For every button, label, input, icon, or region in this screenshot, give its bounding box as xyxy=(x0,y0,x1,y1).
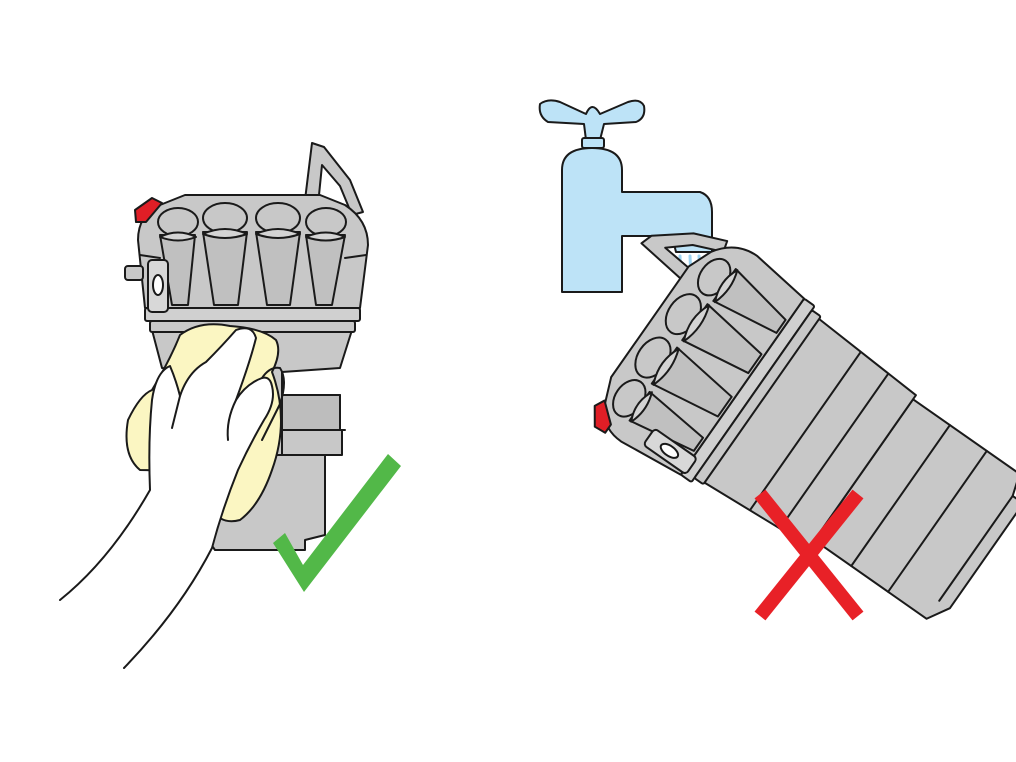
bin-collar xyxy=(144,307,361,322)
cyclone-cones xyxy=(139,231,367,306)
cross-mark-icon xyxy=(754,489,864,621)
hand-holding-cloth xyxy=(59,327,274,669)
cyclone-bin-tilted xyxy=(593,232,1016,620)
panel-wipe-with-cloth xyxy=(59,142,369,669)
cyclone-tops xyxy=(157,202,347,242)
tap-body xyxy=(561,147,713,293)
tap-handle xyxy=(538,99,646,141)
bin-handle xyxy=(304,142,364,216)
panel-rinse-under-tap xyxy=(538,99,1016,620)
bin-side-latch xyxy=(124,265,144,281)
check-mark-icon xyxy=(273,454,401,592)
water-tap-icon xyxy=(538,99,713,293)
bin-release-button xyxy=(134,197,163,223)
